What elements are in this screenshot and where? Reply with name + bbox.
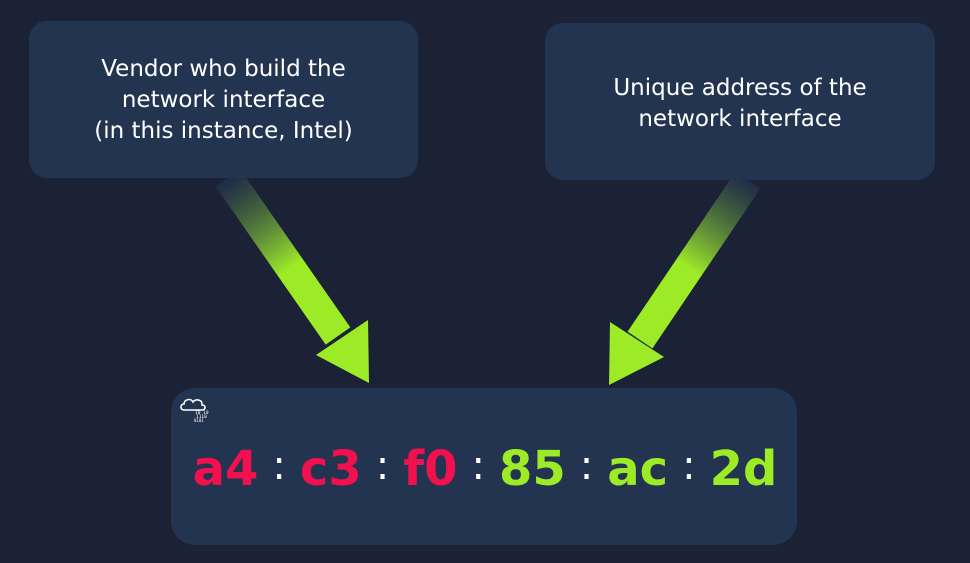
mac-octet-6: 2d [709,441,778,497]
mac-separator: : [471,443,485,489]
mac-address-panel [171,388,797,545]
unique-callout-line-2: network interface [638,106,842,132]
svg-text:1110: 1110 [196,414,207,420]
vendor-callout-line-3: (in this instance, Intel) [94,118,353,144]
svg-text:0101: 0101 [194,418,204,423]
mac-separator: : [375,443,390,489]
mac-octet-4: 85 [499,441,566,497]
unique-callout-line-1: Unique address of the [613,75,867,101]
mac-octet-1: a4 [192,441,259,497]
mac-octet-3: f0 [403,441,458,497]
cloud-binary-logo-icon: 10 10 1110 0101 [180,398,209,423]
mac-octet-2: c3 [299,441,362,497]
svg-text:10 10: 10 10 [195,410,209,416]
mac-address: a4 : c3 : f0 : 85 : ac : 2d [0,434,970,504]
mac-separator: : [682,443,696,489]
mac-separator: : [579,443,594,489]
unique-callout: Unique address of the network interface [545,23,935,180]
vendor-callout-text: Vendor who build the network interface (… [94,54,352,147]
vendor-arrowhead [316,320,369,383]
mac-octet-5: ac [607,441,669,497]
unique-callout-text: Unique address of the network interface [613,73,866,135]
unique-arrowhead [609,322,664,385]
unique-arrow [609,171,761,385]
mac-separator: : [272,443,286,489]
vendor-arrow [215,169,369,383]
vendor-callout-line-2: network interface [121,87,326,113]
vendor-callout-line-1: Vendor who build the [101,56,346,82]
vendor-callout: Vendor who build the network interface (… [29,21,418,178]
